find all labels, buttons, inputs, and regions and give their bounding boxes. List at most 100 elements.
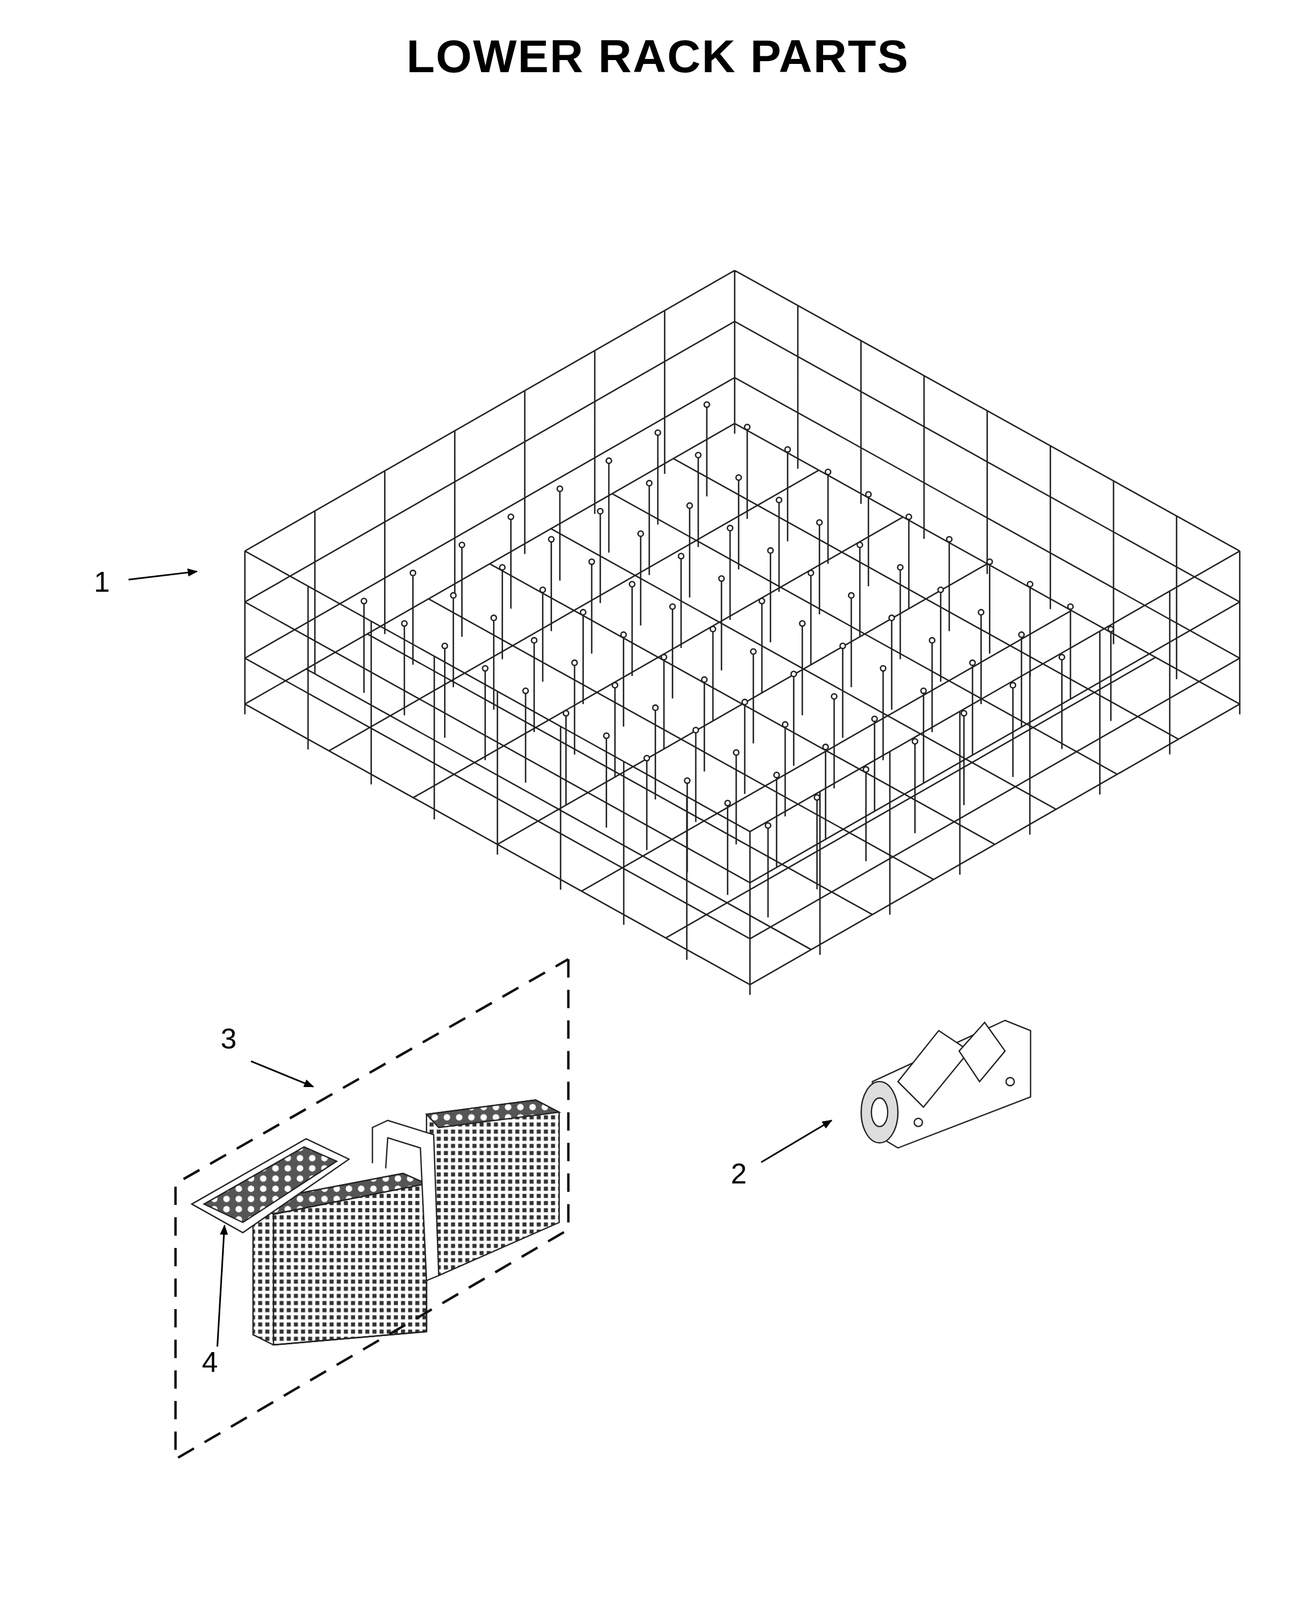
- tine-tip: [638, 531, 644, 537]
- tine-tip: [863, 766, 869, 773]
- tine-tip: [606, 457, 612, 464]
- tine-tip: [840, 643, 846, 650]
- tine-tip: [597, 508, 604, 515]
- tine-tip: [969, 660, 976, 666]
- tine-tip: [889, 615, 895, 621]
- tine-tip: [733, 749, 739, 756]
- tine-tip: [727, 525, 733, 532]
- tine-tip: [693, 727, 699, 733]
- tine-tip: [661, 654, 667, 661]
- tine-tip: [1010, 682, 1016, 689]
- basket-lid: [191, 1138, 349, 1233]
- tine-tip: [1027, 581, 1034, 587]
- tine-tip: [929, 637, 935, 643]
- tine-tip: [678, 553, 684, 560]
- tine-tip: [539, 587, 546, 593]
- tine-tip: [450, 592, 457, 599]
- tine-tip: [571, 660, 578, 666]
- tine-tip: [774, 772, 780, 778]
- tine-tip: [880, 665, 886, 672]
- tine-tip: [499, 564, 506, 571]
- tine-tip: [823, 744, 829, 750]
- lower-rack: [244, 270, 1240, 996]
- tine-tip: [710, 626, 716, 632]
- tine-tip: [817, 519, 823, 526]
- tine-tip: [791, 671, 797, 677]
- tine-tip: [603, 733, 610, 739]
- tine-tip: [1059, 654, 1065, 661]
- rack-wheel-clip: [861, 1020, 1031, 1148]
- tine-tip: [865, 491, 872, 498]
- tine-tip: [704, 402, 710, 408]
- tine-tip: [978, 609, 984, 615]
- tine-tip: [825, 469, 831, 475]
- tine-tip: [759, 598, 765, 604]
- tine-tip: [718, 575, 725, 582]
- tine-tip: [557, 485, 563, 492]
- tine-tip: [361, 598, 367, 604]
- tine-tip: [563, 710, 569, 717]
- tine-tip: [1067, 603, 1074, 610]
- tine-tip: [1107, 626, 1114, 632]
- tine-tip: [490, 615, 497, 621]
- tine-tip: [742, 699, 748, 705]
- leader-lines: [128, 571, 832, 1348]
- tine-tip: [669, 603, 676, 610]
- tine-tip: [831, 693, 837, 700]
- tine-tip: [785, 446, 791, 453]
- tine-tip: [482, 665, 489, 672]
- callout-number: 1: [92, 566, 113, 598]
- callout-number: 4: [199, 1346, 221, 1378]
- tine-tip: [736, 474, 742, 481]
- rack-tines: [361, 402, 1114, 829]
- diagram-title: LOWER RACK PARTS: [406, 33, 910, 80]
- tine-tip: [687, 503, 693, 509]
- group-outline: [175, 959, 569, 1459]
- tine-tip: [776, 497, 782, 504]
- tine-tip: [725, 800, 731, 807]
- tine-tip: [857, 542, 863, 548]
- tine-tip: [629, 581, 635, 587]
- silverware-basket: [252, 1099, 560, 1345]
- tine-tip: [765, 822, 771, 829]
- tine-tip: [522, 688, 529, 694]
- tine-tip: [684, 777, 691, 784]
- tine-tip: [646, 480, 653, 486]
- callout-number: 3: [218, 1023, 240, 1054]
- tine-tip: [401, 620, 408, 627]
- tine-tip: [872, 716, 878, 722]
- tine-tip: [906, 514, 912, 520]
- tine-tip: [750, 649, 757, 655]
- tine-tip: [912, 738, 918, 745]
- tine-tip: [768, 547, 774, 554]
- callout-number: 2: [728, 1158, 750, 1189]
- tine-tip: [644, 755, 650, 761]
- tine-tip: [580, 609, 587, 615]
- rack-tine-wires: [364, 404, 1112, 918]
- tine-tip: [459, 542, 466, 548]
- tine-tip: [612, 682, 618, 689]
- tine-tip: [507, 514, 514, 520]
- tine-tip: [799, 620, 805, 627]
- tine-tip: [782, 721, 788, 728]
- rack-wires: [244, 270, 1240, 996]
- tine-tip: [652, 705, 659, 711]
- tine-tip: [744, 424, 750, 430]
- tine-tip: [441, 643, 448, 650]
- tine-tip: [808, 570, 814, 576]
- tine-tip: [938, 587, 944, 593]
- tine-tip: [655, 429, 661, 436]
- tine-tip: [1018, 631, 1025, 638]
- tine-tip: [548, 536, 555, 543]
- tine-tip: [410, 570, 416, 576]
- tine-tip: [920, 688, 927, 694]
- tine-tip: [961, 710, 967, 717]
- tine-tip: [986, 559, 993, 565]
- tine-tip: [620, 631, 627, 638]
- tine-tip: [946, 536, 953, 543]
- tine-tip: [695, 452, 702, 458]
- tine-tip: [814, 795, 820, 801]
- tine-tip: [848, 592, 854, 599]
- tine-tip: [588, 559, 595, 565]
